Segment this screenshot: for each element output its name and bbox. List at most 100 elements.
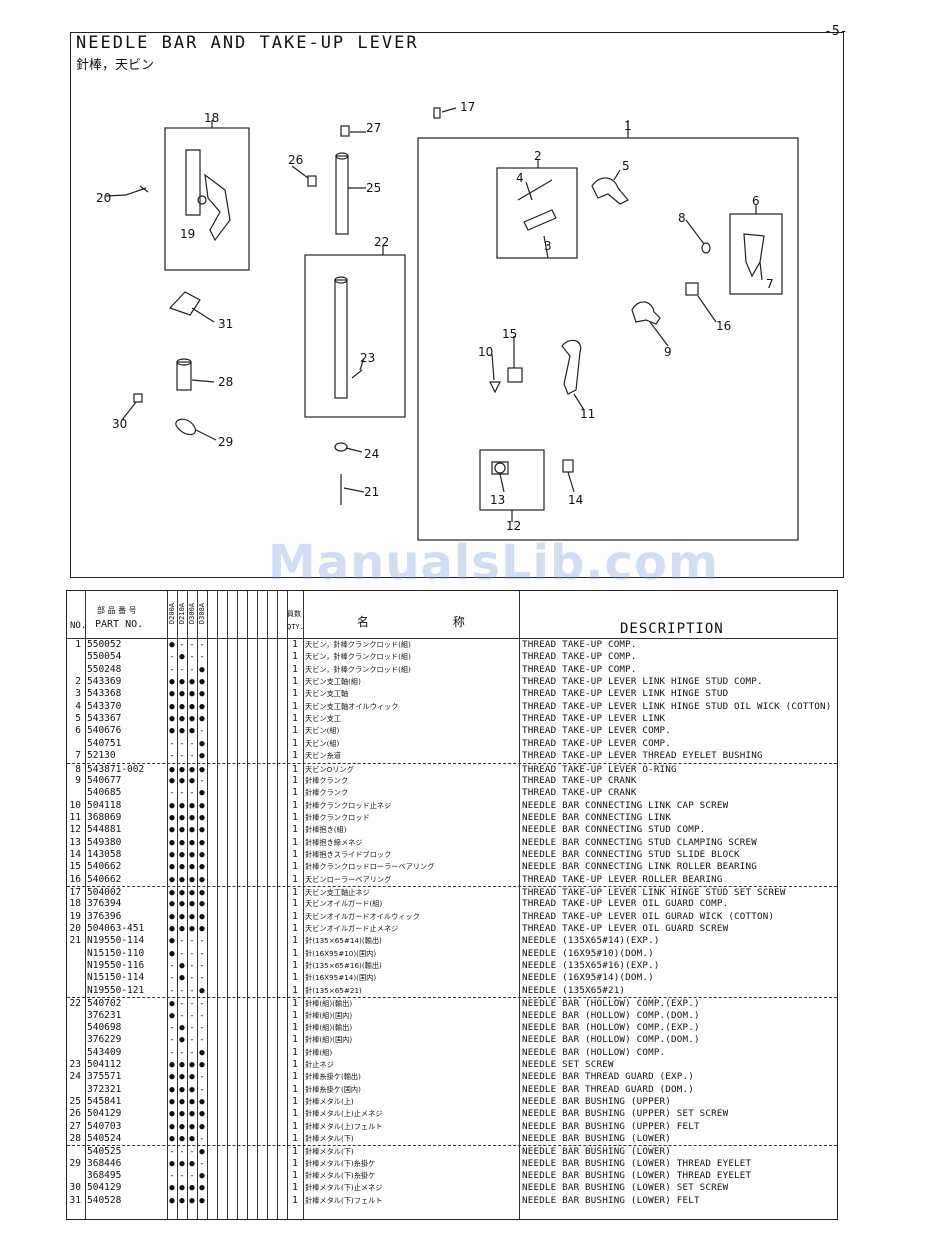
model-applicability: ● xyxy=(189,911,195,922)
row-number: 30 xyxy=(69,1182,81,1194)
description: THREAD TAKE-UP LEVER LINK HINGE STUD SET… xyxy=(522,887,786,898)
callout-label: 23 xyxy=(360,351,375,365)
quantity: 1 xyxy=(292,1194,298,1206)
quantity: 1 xyxy=(292,799,298,811)
model-applicability: - xyxy=(179,640,185,650)
model-applicability: ● xyxy=(199,1183,205,1194)
model-applicability: - xyxy=(199,652,205,663)
name-jp: 針棒(組)(輸出) xyxy=(305,1022,353,1032)
model-applicability: ● xyxy=(189,837,195,848)
model-applicability: - xyxy=(189,1035,195,1046)
model-applicability: ● xyxy=(189,1195,195,1206)
model-applicability: ● xyxy=(169,849,175,860)
description: THREAD TAKE-UP LEVER LINK HINGE STUD COM… xyxy=(522,676,763,688)
part-number: 504002 xyxy=(87,887,122,898)
description: THREAD TAKE-UP COMP. xyxy=(522,639,637,650)
model-applicability: ● xyxy=(189,1121,195,1132)
model-applicability: ● xyxy=(199,788,205,799)
model-applicability: - xyxy=(179,999,185,1010)
quantity: 1 xyxy=(292,923,298,935)
model-applicability: ● xyxy=(169,640,175,650)
quantity: 1 xyxy=(292,910,298,922)
description: THREAD TAKE-UP LEVER O-RING xyxy=(522,763,677,775)
part-number: 540676 xyxy=(87,725,122,737)
name-jp: 針棒抱き締メネジ xyxy=(305,837,363,847)
model-applicability: ● xyxy=(179,874,185,885)
part-number: 543367 xyxy=(87,713,122,725)
quantity: 1 xyxy=(292,737,298,749)
part-number: 504112 xyxy=(87,1058,122,1070)
description: NEEDLE BAR (HOLLOW) COMP.(DOM.) xyxy=(522,1034,700,1046)
model-applicability: ● xyxy=(179,701,185,712)
name-jp: 天ビン，針棒クランクロッド(組) xyxy=(305,664,411,674)
quantity: 1 xyxy=(292,935,298,947)
model-applicability: ● xyxy=(169,726,175,737)
description: NEEDLE BAR CONNECTING LINK CAP SCREW xyxy=(522,799,729,811)
callout-label: 28 xyxy=(218,375,233,389)
model-applicability: ● xyxy=(199,764,205,775)
model-applicability: ● xyxy=(199,1147,205,1158)
description: THREAD TAKE-UP CRANK xyxy=(522,787,637,799)
model-applicability: ● xyxy=(169,924,175,935)
model-applicability: - xyxy=(199,961,205,972)
name-jp: 針棒(組)(輸出) xyxy=(305,999,353,1009)
quantity: 1 xyxy=(292,887,298,898)
quantity: 1 xyxy=(292,984,298,996)
description: THREAD TAKE-UP COMP. xyxy=(522,663,637,675)
quantity: 1 xyxy=(292,1133,298,1144)
name-jp: 天ビンオイルガード(組) xyxy=(305,899,383,909)
diagram-frame xyxy=(70,32,844,578)
model-applicability: ● xyxy=(199,1121,205,1132)
model-applicability: - xyxy=(189,640,195,650)
model-applicability: ● xyxy=(169,999,175,1010)
callout-label: 30 xyxy=(112,417,127,431)
quantity: 1 xyxy=(292,960,298,972)
quantity: 1 xyxy=(292,848,298,860)
model-applicability: ● xyxy=(179,1084,185,1095)
col-divider xyxy=(247,591,248,1219)
model-applicability: ● xyxy=(199,888,205,898)
name-jp: 天ビン支工 xyxy=(305,714,341,724)
group-box-22 xyxy=(304,254,406,418)
model-applicability: - xyxy=(169,751,175,762)
quantity: 1 xyxy=(292,873,298,885)
model-applicability: - xyxy=(179,985,185,996)
model-applicability: ● xyxy=(199,714,205,725)
quantity: 1 xyxy=(292,639,298,650)
group-box-1 xyxy=(417,137,799,541)
model-applicability: - xyxy=(169,961,175,972)
model-applicability: ● xyxy=(179,1195,185,1206)
quantity: 1 xyxy=(292,1021,298,1033)
model-applicability: ● xyxy=(199,849,205,860)
part-number: 540662 xyxy=(87,861,122,873)
row-number: 15 xyxy=(69,861,81,873)
callout-label: 29 xyxy=(218,435,233,449)
col-divider xyxy=(187,591,188,1219)
model-applicability: ● xyxy=(199,985,205,996)
model-applicability: - xyxy=(179,738,185,749)
name-jp: 針棒クランク xyxy=(305,775,349,785)
row-number: 28 xyxy=(69,1133,81,1144)
header-no: NO. xyxy=(70,621,87,631)
model-applicability: ● xyxy=(179,775,185,786)
model-applicability: - xyxy=(189,652,195,663)
part-number: 540751 xyxy=(87,737,122,749)
name-jp: 天ビン支工軸 xyxy=(305,689,349,699)
model-applicability: - xyxy=(199,1022,205,1033)
model-applicability: - xyxy=(189,788,195,799)
part-number: 540702 xyxy=(87,998,122,1010)
row-number: 21 xyxy=(69,935,81,947)
